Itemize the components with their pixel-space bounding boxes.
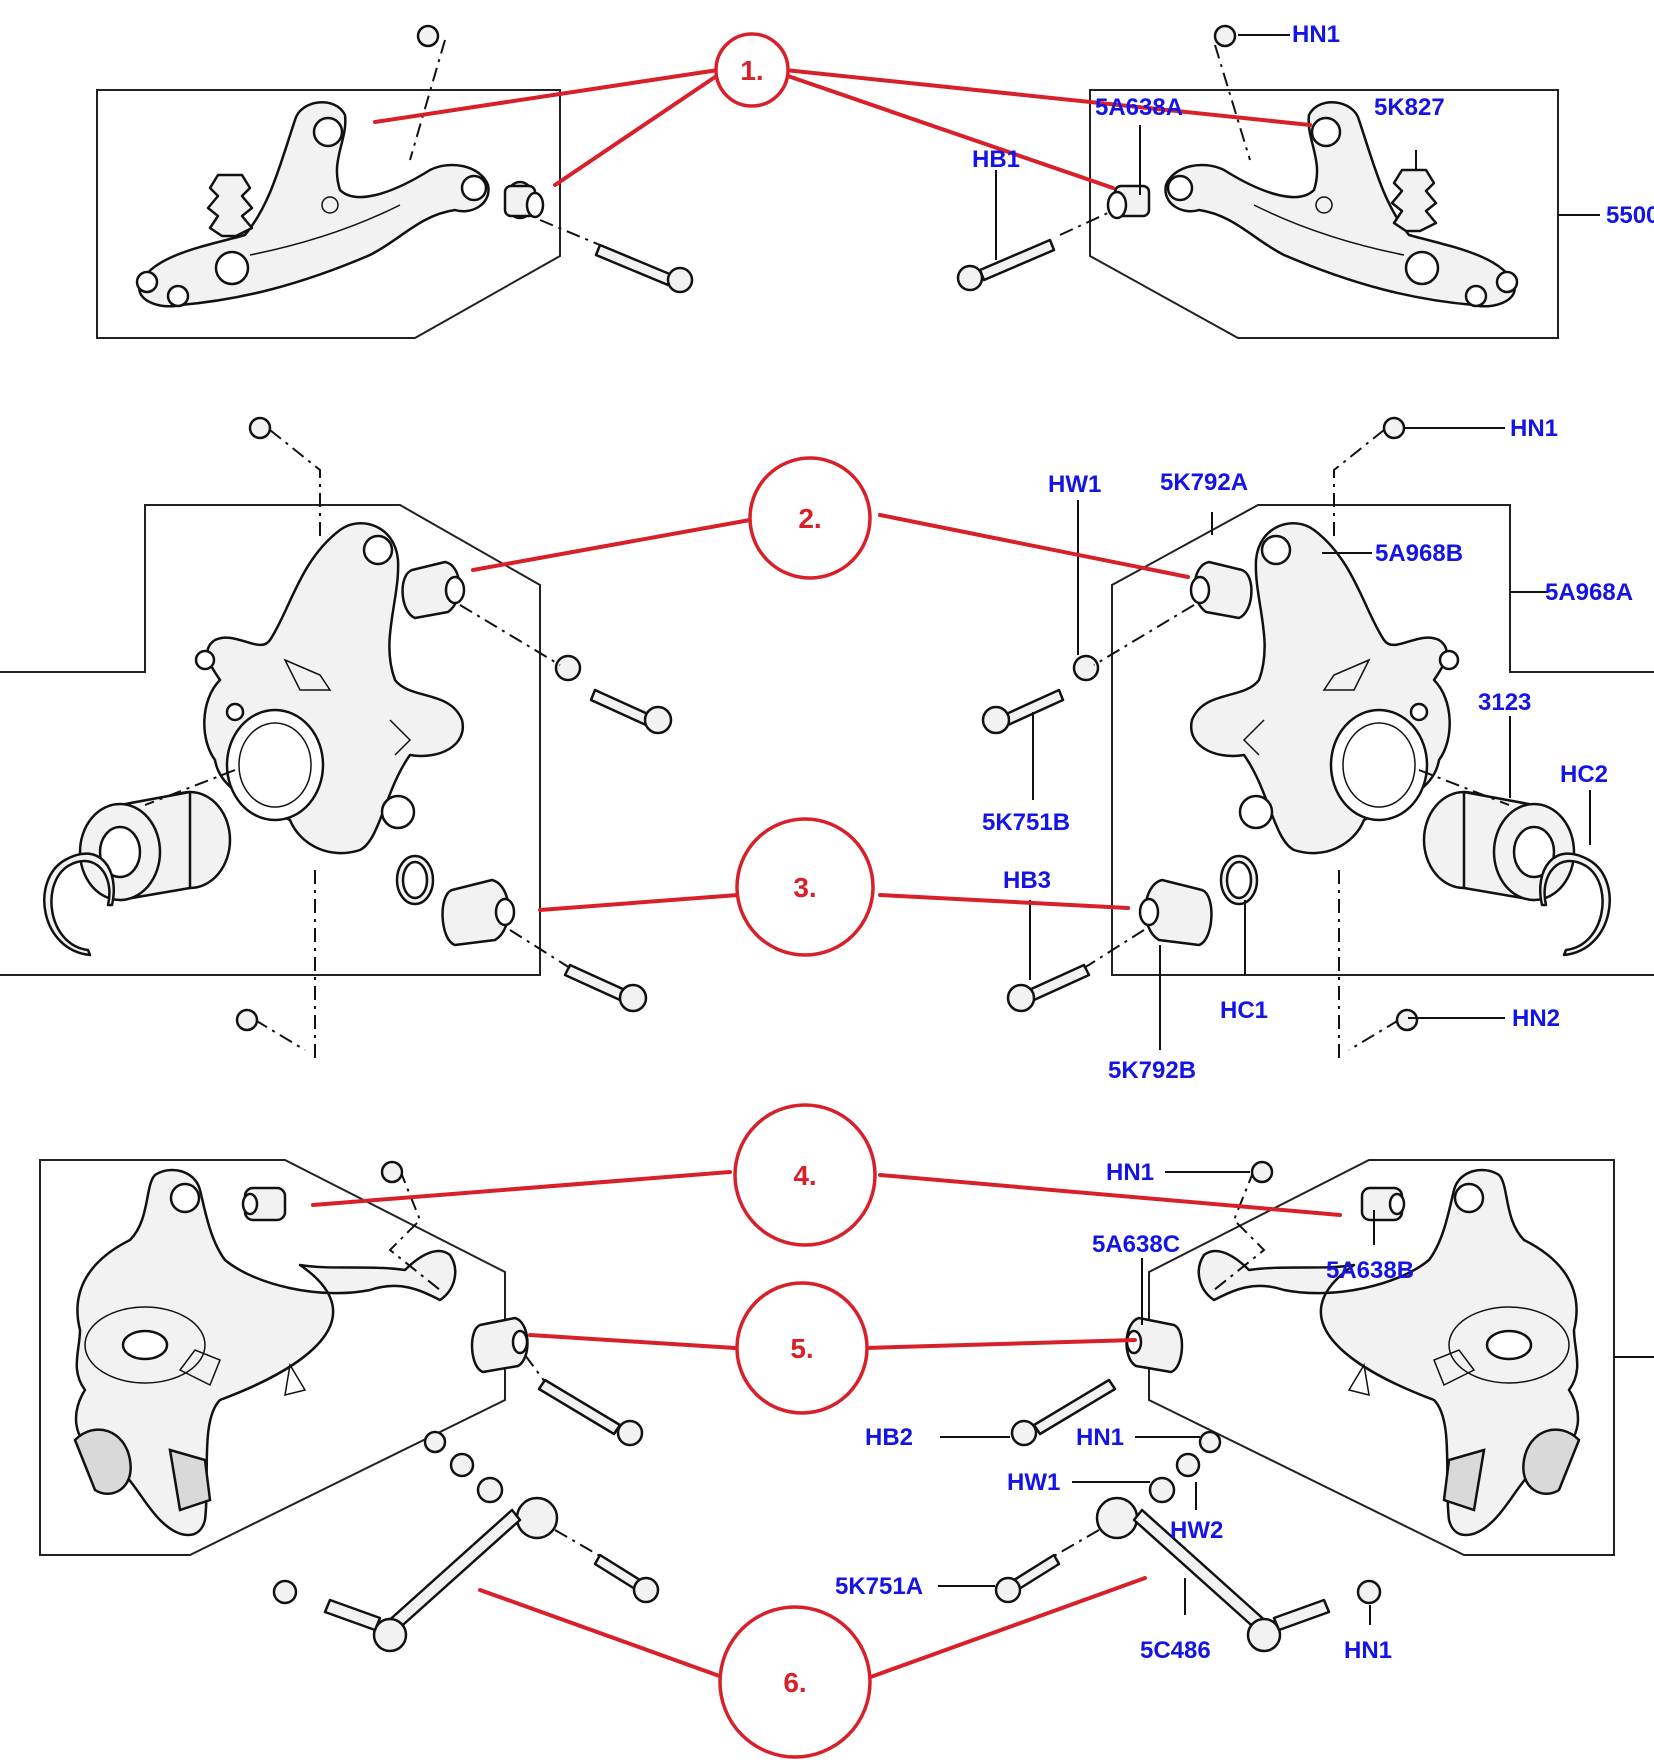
- label-hn1-low2: HN1: [1076, 1424, 1124, 1451]
- nut-knuckle-top-right: [1382, 416, 1406, 440]
- frame-knuckle-right: [1111, 504, 1654, 976]
- label-5a638a: 5A638A: [1095, 94, 1183, 121]
- label-5k792a: 5K792A: [1160, 469, 1248, 496]
- callout-1: 1.: [714, 32, 790, 108]
- nut-lower-right: [1250, 1160, 1274, 1184]
- label-hn1-bottom: HN1: [1344, 1637, 1392, 1664]
- callout-4: 4.: [733, 1103, 877, 1247]
- frame-lower-left: [39, 1159, 506, 1556]
- label-hn1-top: HN1: [1292, 21, 1340, 48]
- wheel-bearing-right: [1422, 790, 1576, 902]
- label-hc1: HC1: [1220, 997, 1268, 1024]
- label-5k792b: 5K792B: [1108, 1057, 1196, 1084]
- callout-1-label: 1.: [740, 55, 763, 86]
- label-5a638c: 5A638C: [1092, 1231, 1180, 1258]
- section-upper-arms: [96, 24, 1559, 339]
- callout-5: 5.: [735, 1281, 869, 1415]
- label-5500: 5500: [1606, 202, 1654, 229]
- frame-lower-right: [1148, 1159, 1615, 1556]
- washer-bolt-right: [981, 654, 1100, 735]
- bolt-upper-right: [956, 238, 1056, 292]
- nut-upper-left: [416, 24, 440, 48]
- bolt-lower-right: [1010, 1378, 1117, 1447]
- upper-control-arm-left: [135, 101, 490, 308]
- nut-upper-right: [1213, 24, 1237, 48]
- bump-stop-left: [206, 173, 254, 238]
- callout-4-label: 4.: [793, 1160, 816, 1191]
- bolt-knuckle-lower-left: [563, 963, 648, 1013]
- circlip-right: [1539, 852, 1611, 957]
- callout-5-label: 5.: [790, 1333, 813, 1364]
- steering-knuckle-left: [194, 522, 465, 855]
- label-5c486: 5C486: [1140, 1637, 1211, 1664]
- nut-lower-left: [380, 1160, 404, 1184]
- nut-knuckle-bottom-right: [1395, 1008, 1419, 1032]
- bushing-lower-left: [470, 1316, 529, 1374]
- bushing-upper-right: [1106, 184, 1151, 220]
- bolt-lower-left: [537, 1378, 644, 1447]
- bushing-lower-right: [1125, 1316, 1184, 1374]
- label-hb3: HB3: [1003, 867, 1051, 894]
- label-5k751a: 5K751A: [835, 1573, 923, 1600]
- callout-2: 2.: [748, 456, 872, 580]
- bump-stop-right: [1390, 168, 1438, 233]
- callout-6: 6.: [718, 1605, 872, 1759]
- callout-3-label: 3.: [793, 872, 816, 903]
- label-hw2: HW2: [1170, 1517, 1223, 1544]
- bushing-knuckle-lower-right: [1138, 878, 1213, 947]
- bushing-lower-small-left: [241, 1186, 287, 1222]
- callout-lines: [311, 68, 1342, 1680]
- lower-control-arm-left: [73, 1168, 457, 1537]
- label-hw1-mid: HW1: [1048, 471, 1101, 498]
- lateral-link-right: [994, 1430, 1382, 1653]
- label-5k751b: 5K751B: [982, 809, 1070, 836]
- bushing-upper-left: [503, 180, 545, 220]
- nut-knuckle-top-left: [248, 416, 272, 440]
- nut-knuckle-bottom-left: [235, 1008, 259, 1032]
- steering-knuckle-right: [1189, 522, 1460, 855]
- label-hn1-low: HN1: [1106, 1159, 1154, 1186]
- bushing-knuckle-upper-right: [1189, 560, 1253, 620]
- label-hn1-mid: HN1: [1510, 415, 1558, 442]
- wheel-bearing-left: [78, 790, 232, 902]
- bushing-lower-small-right: [1360, 1186, 1406, 1222]
- section-knuckles: [0, 416, 1654, 1060]
- label-hw1-low: HW1: [1007, 1469, 1060, 1496]
- frame-knuckle-left: [0, 504, 541, 976]
- leader-lines: [938, 34, 1654, 1625]
- washer-bolt-left: [554, 654, 673, 735]
- upper-control-arm-right: [1164, 101, 1519, 308]
- bolt-knuckle-lower-right: [1006, 963, 1091, 1013]
- label-5a968a: 5A968A: [1545, 579, 1633, 606]
- label-hb1: HB1: [972, 146, 1020, 173]
- callout-3: 3.: [735, 817, 875, 957]
- axis-upper-left: [409, 39, 446, 161]
- callout-6-label: 6.: [783, 1667, 806, 1698]
- frame-upper-right: [1089, 89, 1559, 339]
- label-3123: 3123: [1478, 689, 1531, 716]
- lower-control-arm-right: [1197, 1168, 1581, 1537]
- part-labels: HN1 5A638A 5K827 HB1 5500 HN1 HW1 5K792A…: [835, 21, 1654, 1664]
- bushing-knuckle-lower-left: [441, 878, 516, 947]
- circlip-left: [43, 852, 115, 957]
- label-hc2: HC2: [1560, 761, 1608, 788]
- label-hb2: HB2: [865, 1424, 913, 1451]
- label-5a638b: 5A638B: [1326, 1257, 1414, 1284]
- callout-2-label: 2.: [798, 503, 821, 534]
- label-5k827: 5K827: [1374, 94, 1445, 121]
- bolt-upper-left: [594, 243, 694, 294]
- section-lower-arms: [39, 1159, 1615, 1653]
- frame-upper-left: [96, 89, 561, 339]
- label-5a968b: 5A968B: [1375, 540, 1463, 567]
- label-hn2: HN2: [1512, 1005, 1560, 1032]
- bushing-knuckle-upper-left: [401, 560, 466, 620]
- lateral-link-left: [272, 1430, 660, 1653]
